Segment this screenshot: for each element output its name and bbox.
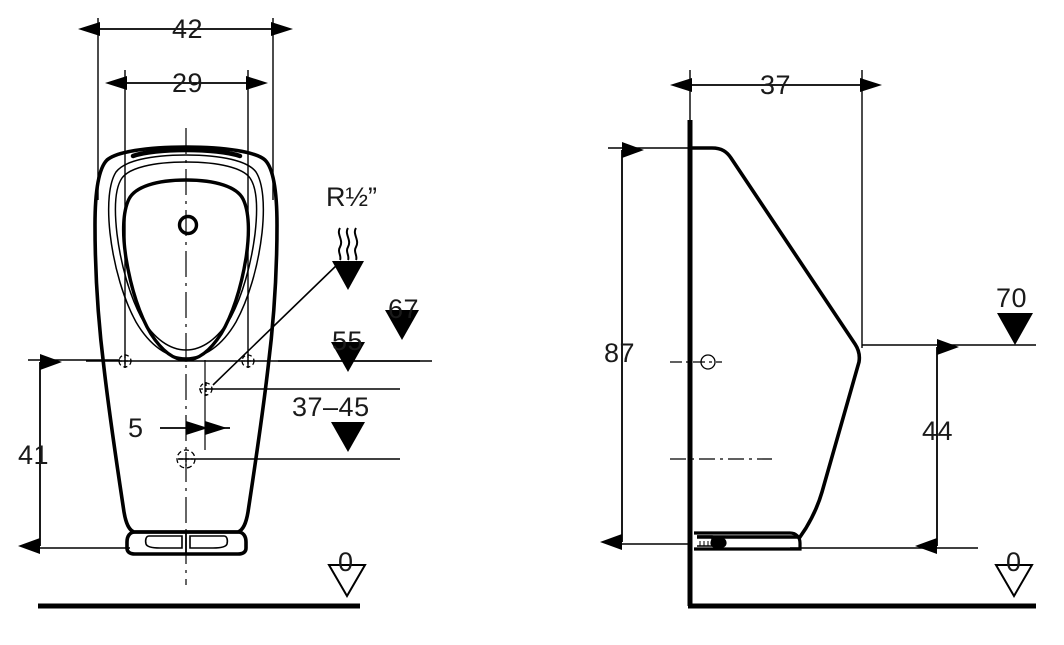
base-trim-inner-right [189,535,229,549]
water-supply-triangle [332,261,364,290]
level-label-0-front: 0 [338,547,354,577]
level-label-37-45: 37–45 [292,392,370,422]
side-view-group [600,70,1036,609]
level-marker-37-45-triangle [331,422,365,452]
dim-label-37: 37 [760,70,792,100]
level-marker-55-triangle [331,342,365,372]
urinal-side-outline [692,146,862,539]
level-label-67: 67 [388,294,420,324]
level-label-70: 70 [996,283,1028,313]
level-label-55: 55 [332,326,364,356]
outlet-hole [177,214,199,236]
level-marker-67-triangle [385,310,419,340]
dim-label-29: 29 [172,68,204,98]
bowl-inner-rim-outer [107,154,265,359]
dim-label-42: 42 [172,14,204,44]
dim-label-5: 5 [128,413,144,443]
level-label-0-side: 0 [1006,547,1022,577]
base-trim-side [694,531,802,551]
water-supply-icon [337,227,359,261]
base-trim-inner-left [144,535,183,549]
bowl-inner-rim-inner [114,161,258,351]
dim-label-44: 44 [922,416,954,446]
supply-label-r-half: R½” [326,182,378,212]
center-mark-drain [176,449,196,469]
supply-point-side [670,354,722,370]
base-trim-side-detail2 [710,536,727,549]
dim-label-87: 87 [604,338,636,368]
dim-label-41: 41 [18,440,50,470]
base-trim-outline [125,530,248,556]
front-view-group [18,18,432,609]
supply-leader-line [212,261,341,386]
bowl-inner-basin [121,178,251,362]
level-marker-70-triangle [997,313,1033,345]
center-mark-right [241,354,255,368]
center-mark-supply [199,382,213,396]
bowl-top-rim [130,147,243,159]
center-mark-left [118,354,132,368]
